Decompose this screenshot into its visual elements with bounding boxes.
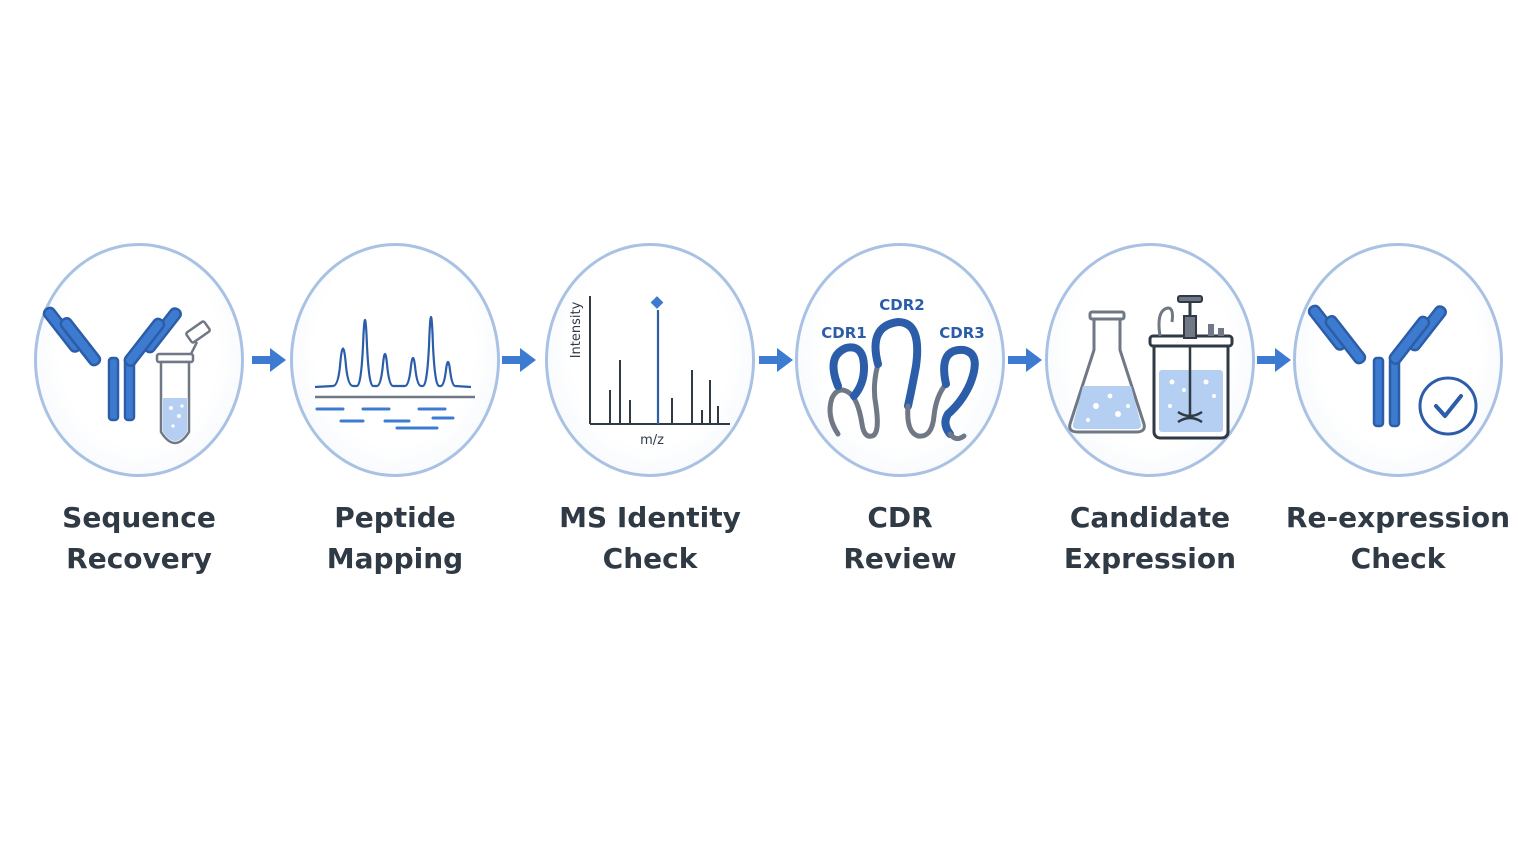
step-circle: [34, 243, 244, 477]
step-label: MS Identity Check: [559, 501, 741, 575]
step-label: Candidate Expression: [1063, 501, 1237, 575]
arrow-right-icon: [252, 348, 286, 372]
antibody-checkmark-icon: [1307, 304, 1478, 436]
antibody-and-tube-icon: [42, 306, 211, 445]
bioreactor-icon: [1148, 295, 1234, 440]
step-circle: CDR1 CDR2 CDR3: [795, 243, 1005, 477]
mass-spectrum-icon: Intensity m/z: [569, 296, 730, 448]
x-axis-label: m/z: [640, 433, 664, 448]
flask-and-bioreactor-icon: [1068, 295, 1234, 440]
step-label: Sequence Recovery: [62, 501, 216, 575]
arrow-right-icon: [1257, 348, 1291, 372]
step-circle: [290, 243, 500, 477]
chromatogram-icon: [314, 316, 475, 430]
arrow-right-icon: [1008, 348, 1042, 372]
step-circle: Intensity m/z: [545, 243, 755, 477]
step-label: CDR Review: [843, 501, 957, 575]
step-label: Re-expression Check: [1285, 501, 1511, 575]
cdr-loops-icon: CDR1 CDR2 CDR3: [821, 296, 985, 442]
step-circle: [1045, 243, 1255, 477]
step-circle: [1293, 243, 1503, 477]
cdr2-label: CDR2: [879, 296, 924, 314]
arrow-right-icon: [759, 348, 793, 372]
cdr3-label: CDR3: [939, 324, 984, 342]
erlenmeyer-flask-icon: [1068, 310, 1146, 434]
y-axis-label: Intensity: [569, 301, 584, 358]
cdr1-label: CDR1: [821, 324, 866, 342]
step-label: Peptide Mapping: [326, 501, 464, 575]
arrow-right-icon: [502, 348, 536, 372]
